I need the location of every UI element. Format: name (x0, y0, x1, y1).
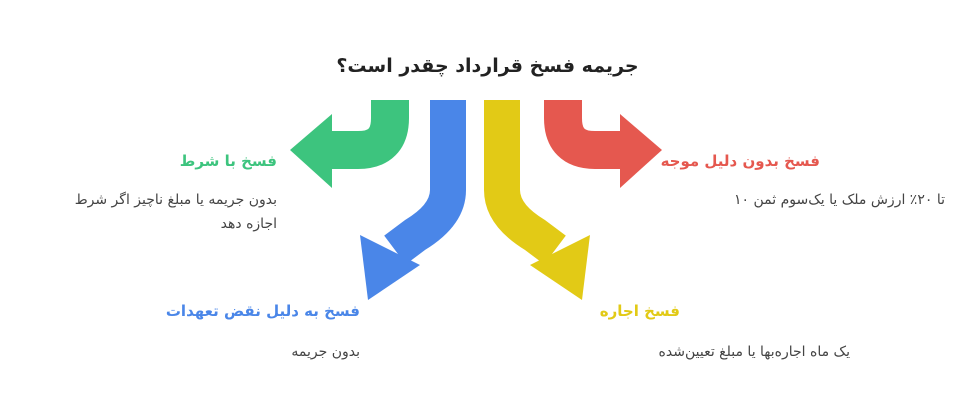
yellow-arrow (484, 100, 590, 300)
diagram-title: جریمه فسخ قرارداد چقدر است؟ (336, 55, 639, 77)
red-arrow (544, 100, 662, 188)
green-arrow (290, 100, 409, 188)
item-heading-breach: فسخ به دلیل نقض تعهدات (165, 302, 360, 320)
desc-line: اجازه دهد (220, 216, 277, 232)
item-desc-conditional: بدون جریمه یا مبلغ ناچیز اگر شرط اجازه د… (75, 188, 277, 236)
item-heading-conditional: فسخ با شرط (179, 152, 277, 170)
desc-line: بدون جریمه یا مبلغ ناچیز اگر شرط (74, 192, 277, 208)
item-heading-lease: فسخ اجاره (599, 302, 680, 320)
item-desc-unjustified: تا ۲۰٪ ارزش ملک یا یک‌سوم ثمن ۱۰ (734, 192, 945, 208)
item-desc-breach: بدون جریمه (291, 344, 360, 360)
item-desc-lease: یک ماه اجاره‌بها یا مبلغ تعیین‌شده (658, 344, 850, 360)
item-heading-unjustified: فسخ بدون دلیل موجه (660, 152, 820, 170)
blue-arrow (360, 100, 466, 300)
